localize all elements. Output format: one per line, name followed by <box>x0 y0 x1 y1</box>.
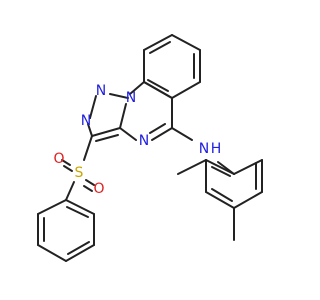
bond <box>65 244 95 262</box>
bond <box>233 159 263 175</box>
bond <box>89 95 97 119</box>
sulfonyl-group <box>61 135 95 201</box>
bond <box>83 135 93 161</box>
bond <box>143 81 173 99</box>
bond <box>66 206 89 218</box>
bond <box>109 93 129 99</box>
atom-label-oxygen-1: O <box>53 151 64 167</box>
atom-label-sulfur: S <box>75 165 84 181</box>
bond <box>119 103 127 129</box>
bond <box>171 127 193 141</box>
bond <box>67 241 90 255</box>
bond <box>151 127 173 141</box>
bond <box>129 81 145 95</box>
bond <box>95 134 119 142</box>
pyrimidine-ring <box>119 81 173 141</box>
bond <box>119 127 137 141</box>
bond <box>171 34 201 51</box>
bond <box>211 166 231 177</box>
bond <box>65 199 95 215</box>
bond <box>205 191 235 209</box>
atom-label-n-amine: N <box>199 141 209 157</box>
bond <box>177 159 207 175</box>
atom-label-n-ring2: N <box>96 83 106 99</box>
methyl-groups <box>177 159 235 241</box>
atom-label-n-ring4: N <box>139 133 149 149</box>
bond <box>233 191 263 209</box>
bond <box>205 159 235 175</box>
bond <box>143 34 173 51</box>
bond <box>37 244 67 262</box>
triazole-ring <box>87 93 129 142</box>
benzo-ring <box>143 34 201 99</box>
bond <box>91 127 121 137</box>
atom-label-oxygen-2: O <box>93 181 104 197</box>
atom-label-n-ring3: N <box>81 113 91 129</box>
bond <box>211 188 233 202</box>
bond <box>87 123 93 137</box>
atom-label-h-amine: H <box>211 141 222 157</box>
bond <box>147 79 169 92</box>
bond <box>171 81 201 99</box>
atom-label-n-ring1: N <box>126 90 136 106</box>
bond <box>83 185 93 192</box>
bond <box>85 179 95 186</box>
bond <box>149 123 166 134</box>
bond <box>65 181 75 201</box>
bond <box>61 159 71 166</box>
molecule-structure: N N N N N H S O O <box>37 34 263 262</box>
bond <box>37 199 67 215</box>
bond <box>149 41 171 54</box>
phenyl-ring <box>37 199 95 262</box>
dimethylphenyl-ring <box>205 159 263 209</box>
bond <box>63 165 73 172</box>
